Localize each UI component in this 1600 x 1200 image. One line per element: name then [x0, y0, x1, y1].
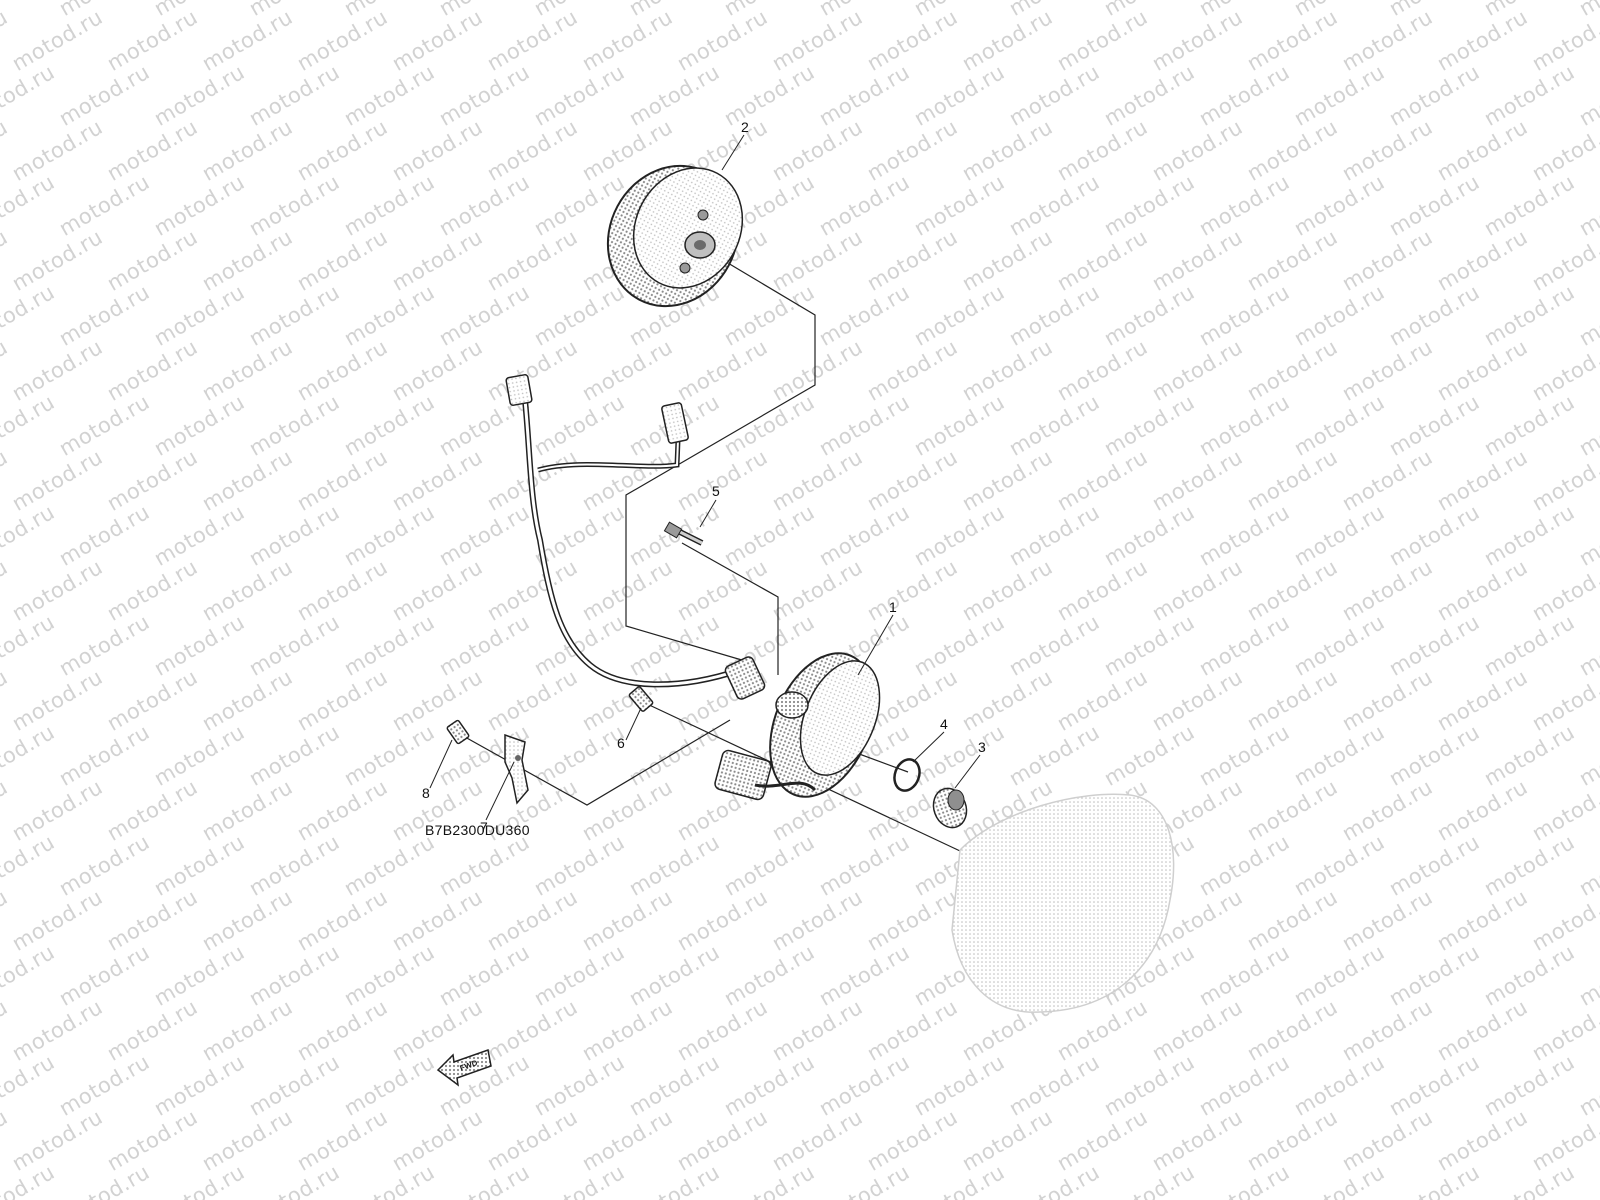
callout-6: 6 — [617, 735, 625, 751]
callout-2: 2 — [741, 119, 749, 135]
stator-assembly — [714, 652, 881, 801]
callout-3: 3 — [978, 739, 986, 755]
callout-labels: 1 2 3 4 5 6 7 8 — [422, 119, 986, 835]
callout-1: 1 — [889, 599, 897, 615]
callout-8: 8 — [422, 785, 430, 801]
crankcase-cover — [951, 793, 1175, 1013]
diagram-code: B7B2300DU360 — [425, 822, 530, 838]
bolt-5 — [663, 521, 704, 546]
gasket-o-ring — [893, 758, 921, 792]
callout-leaders — [429, 134, 981, 821]
bolt-6 — [628, 686, 654, 712]
callout-5: 5 — [712, 483, 720, 499]
plug — [932, 787, 968, 829]
callout-7: 7 — [480, 819, 488, 835]
wiring-harness — [505, 374, 766, 700]
fwd-arrow-icon: FWD — [436, 1049, 492, 1087]
flywheel-rotor — [606, 164, 744, 308]
clamp-7 — [504, 733, 529, 805]
callout-4: 4 — [940, 716, 948, 732]
screw-8 — [446, 719, 470, 745]
